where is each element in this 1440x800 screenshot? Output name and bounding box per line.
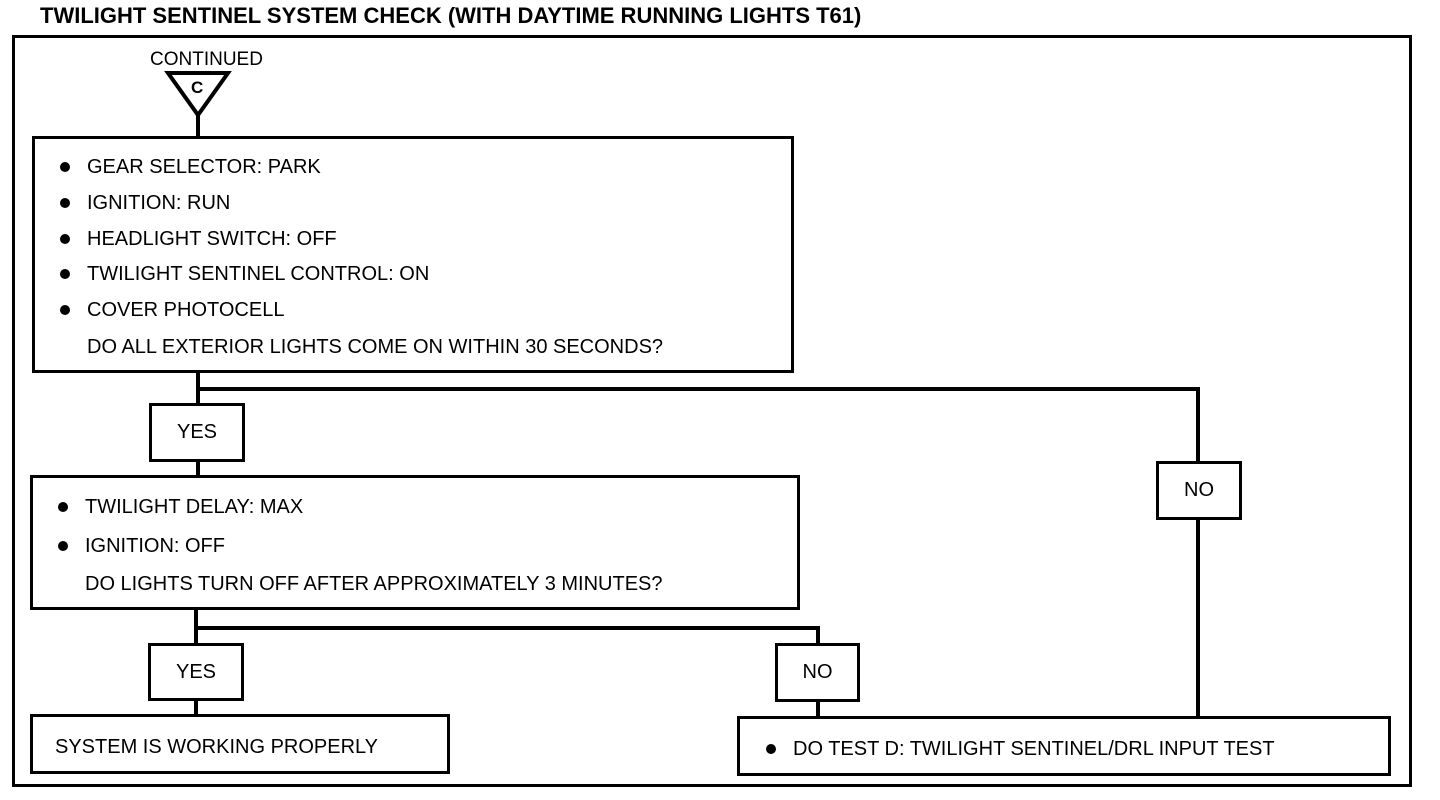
result-test-box: DO TEST D: TWILIGHT SENTINEL/DRL INPUT T…: [737, 716, 1391, 776]
result-working-text: SYSTEM IS WORKING PROPERLY: [55, 736, 379, 758]
bullet-icon: [58, 502, 68, 512]
step2-yes-label: YES: [148, 643, 244, 701]
line-step2-to-no: [196, 626, 820, 644]
step1-item: COVER PHOTOCELL: [35, 300, 429, 337]
bullet-icon: [60, 234, 70, 244]
result-working-box: SYSTEM IS WORKING PROPERLY: [30, 714, 450, 774]
step1-item: IGNITION: RUN: [35, 193, 429, 229]
connector-letter: C: [191, 78, 204, 97]
step2-item: IGNITION: OFF: [33, 536, 303, 574]
step2-item: TWILIGHT DELAY: MAX: [33, 497, 303, 536]
flowchart-frame: [12, 35, 1412, 787]
step1-no-label: NO: [1156, 461, 1242, 520]
bullet-icon: [60, 269, 70, 279]
step2-box: TWILIGHT DELAY: MAX IGNITION: OFF DO LIG…: [30, 475, 800, 610]
continued-label: CONTINUED: [150, 49, 263, 70]
diagram-title: TWILIGHT SENTINEL SYSTEM CHECK (WITH DAY…: [40, 3, 862, 28]
line-step1-to-no: [198, 387, 1200, 462]
step1-item: TWILIGHT SENTINEL CONTROL: ON: [35, 264, 429, 300]
bullet-icon: [60, 198, 70, 208]
step1-box: GEAR SELECTOR: PARK IGNITION: RUN HEADLI…: [32, 136, 794, 373]
step1-item: GEAR SELECTOR: PARK: [35, 157, 429, 193]
result-test-text: DO TEST D: TWILIGHT SENTINEL/DRL INPUT T…: [793, 738, 1275, 760]
bullet-icon: [60, 162, 70, 172]
step1-item: HEADLIGHT SWITCH: OFF: [35, 229, 429, 264]
step1-yes-label: YES: [149, 403, 245, 462]
step2-question: DO LIGHTS TURN OFF AFTER APPROXIMATELY 3…: [85, 573, 663, 595]
continued-connector-triangle: [164, 71, 232, 119]
step2-no-label: NO: [775, 643, 860, 702]
step1-question: DO ALL EXTERIOR LIGHTS COME ON WITHIN 30…: [87, 336, 664, 358]
bullet-icon: [766, 744, 776, 754]
bullet-icon: [60, 305, 70, 315]
bullet-icon: [58, 541, 68, 551]
